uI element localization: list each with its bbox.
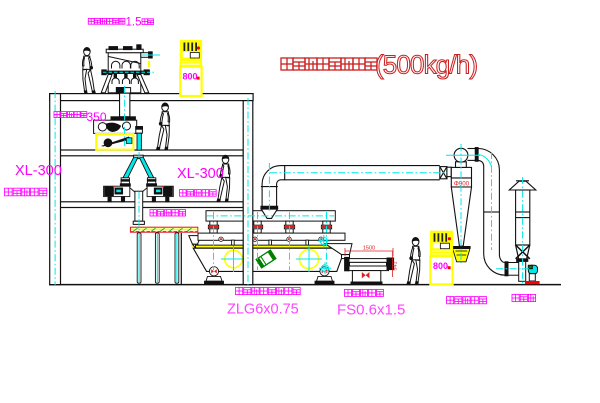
- svg-text:ZLG6x0.75: ZLG6x0.75: [227, 302, 299, 318]
- svg-text:XL-300: XL-300: [177, 166, 224, 182]
- svg-text:1.5: 1.5: [126, 17, 142, 29]
- svg-text:350: 350: [87, 110, 107, 124]
- svg-text:800: 800: [182, 72, 197, 82]
- svg-text:FS0.6x1.5: FS0.6x1.5: [337, 302, 405, 319]
- svg-text:XL-300: XL-300: [15, 163, 62, 179]
- svg-text:1500: 1500: [363, 246, 375, 252]
- svg-text:(500kg/h): (500kg/h): [375, 50, 478, 80]
- svg-text:800: 800: [433, 261, 448, 271]
- svg-text:541: 541: [393, 261, 399, 270]
- svg-text:Φ900: Φ900: [454, 180, 470, 187]
